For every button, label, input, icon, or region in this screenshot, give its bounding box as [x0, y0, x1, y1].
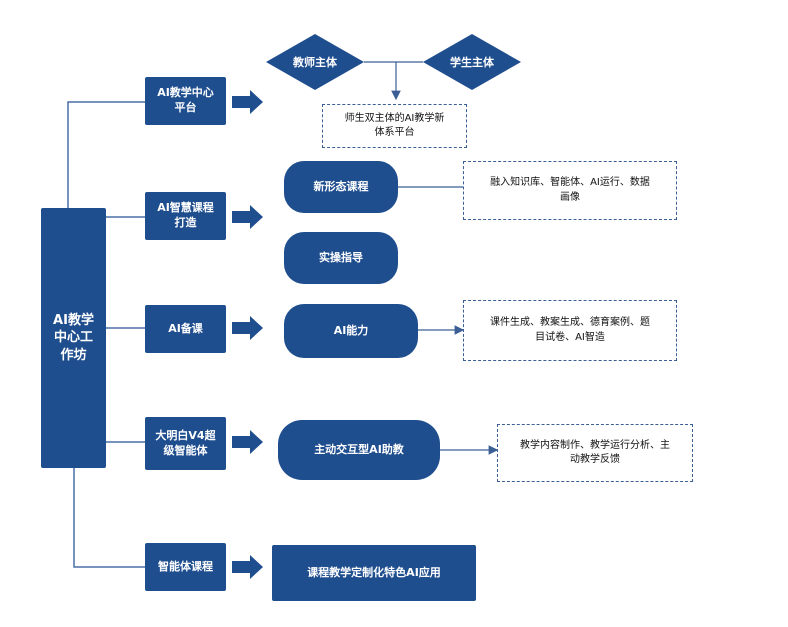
category-ai-teaching-platform[interactable]: AI教学中心 平台 — [145, 77, 226, 125]
diamond-teacher — [266, 34, 364, 90]
platform-box: 师生双主体的AI教学新 体系平台 — [322, 104, 467, 148]
diamond-student — [423, 34, 521, 90]
category-super-agent[interactable]: 大明白V4超 级智能体 — [145, 417, 226, 470]
hub-workshop[interactable]: AI教学 中心工 作坊 — [41, 208, 106, 468]
block-arrow-1 — [232, 90, 263, 114]
category-ai-lesson-prep[interactable]: AI备课 — [145, 305, 226, 353]
category-ai-smart-course[interactable]: AI智慧课程 打造 — [145, 192, 226, 240]
block-arrow-2 — [232, 205, 263, 229]
thin-connectors — [364, 61, 499, 455]
block-arrows — [232, 90, 263, 579]
custom-ai-app-box[interactable]: 课程教学定制化特色AI应用 — [272, 545, 476, 601]
pill-new-course[interactable]: 新形态课程 — [284, 161, 398, 213]
tree-connectors — [67, 101, 145, 568]
block-arrow-3 — [232, 316, 263, 340]
pill-ai-ability[interactable]: AI能力 — [284, 304, 418, 358]
block-arrow-4 — [232, 430, 263, 454]
diamond-student-label: 学生主体 — [450, 56, 494, 69]
pill-practice-guide[interactable]: 实操指导 — [284, 232, 398, 284]
diamond-teacher-label: 教师主体 — [293, 56, 337, 69]
detail-new-course: 融入知识库、智能体、AI运行、数据 画像 — [463, 161, 677, 220]
detail-ai-ability: 课件生成、教案生成、德育案例、题 目试卷、AI智造 — [463, 300, 677, 361]
category-agent-course[interactable]: 智能体课程 — [145, 543, 226, 591]
detail-ai-assistant: 教学内容制作、教学运行分析、主 动教学反馈 — [497, 424, 693, 482]
pill-ai-assistant[interactable]: 主动交互型AI助教 — [278, 420, 440, 480]
block-arrow-5 — [232, 555, 263, 579]
